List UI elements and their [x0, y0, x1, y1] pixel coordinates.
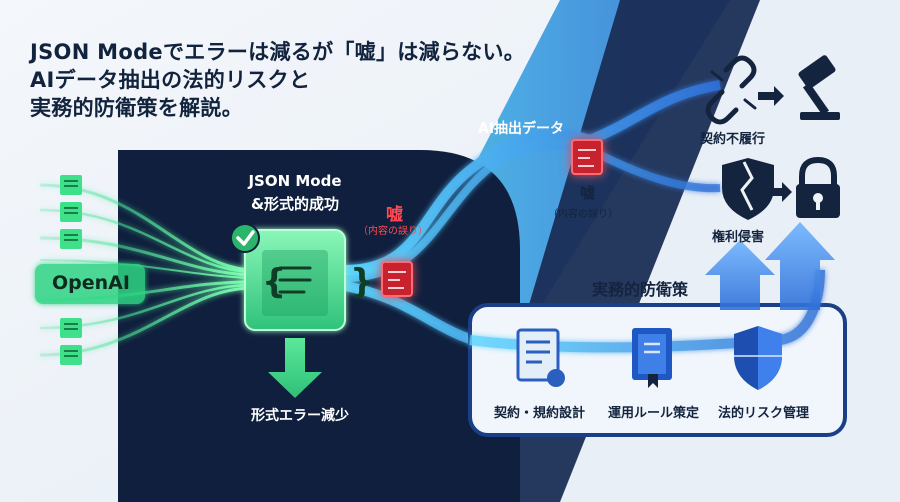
arrow-right-icon [758, 86, 784, 106]
lie-near-label: 嘘 [386, 205, 403, 225]
defense-item-legal-risk-management: 法的リスク管理 [718, 406, 810, 421]
broken-chain-icon [705, 55, 757, 125]
padlock-icon [796, 156, 840, 218]
extracted-data-label: AI抽出データ [478, 121, 565, 137]
lie-far-label: 嘘 [580, 184, 596, 202]
defense-item-contract-design: 契約・規約設計 [494, 406, 586, 421]
down-arrow [268, 338, 322, 398]
json-mode-subtitle: &形式的成功 [250, 195, 340, 213]
rulebook-icon [632, 328, 672, 388]
risk-label-contract-breach: 契約不履行 [700, 132, 766, 147]
contract-document-icon [516, 328, 565, 387]
headline-line-3: 実務的防衛策を解説。 [30, 96, 243, 120]
lie-near-sublabel: （内容の誤り） [358, 226, 428, 237]
json-mode-title: JSON Mode [248, 172, 342, 190]
gavel-icon [798, 55, 840, 120]
check-icon [236, 230, 255, 246]
risk-label-rights-infringement: 権利侵害 [712, 230, 765, 245]
headline-line-2: AIデータ抽出の法的リスクと [30, 68, 311, 92]
shield-icon [734, 326, 782, 390]
openai-label: OpenAI [52, 272, 130, 294]
json-brace-glyph: { } [262, 262, 401, 302]
lie-warning-marker-near [381, 261, 413, 297]
lie-warning-marker-far [571, 139, 603, 175]
input-document-icons [60, 175, 82, 365]
broken-shield-icon [722, 158, 774, 220]
defense-item-operation-rules: 運用ルール策定 [608, 406, 700, 421]
format-error-reduction-label: 形式エラー減少 [251, 408, 349, 424]
upward-arrows [705, 222, 835, 310]
defense-title: 実務的防衛策 [592, 280, 689, 299]
headline-line-1: JSON Modeでエラーは減るが「嘘」は減らない。 [30, 40, 526, 64]
json-document-card [244, 229, 346, 331]
lie-far-sublabel: （内容の誤り） [548, 209, 618, 220]
arrow-right-icon [766, 182, 792, 202]
openai-badge [35, 264, 145, 304]
success-check-badge [230, 223, 260, 253]
